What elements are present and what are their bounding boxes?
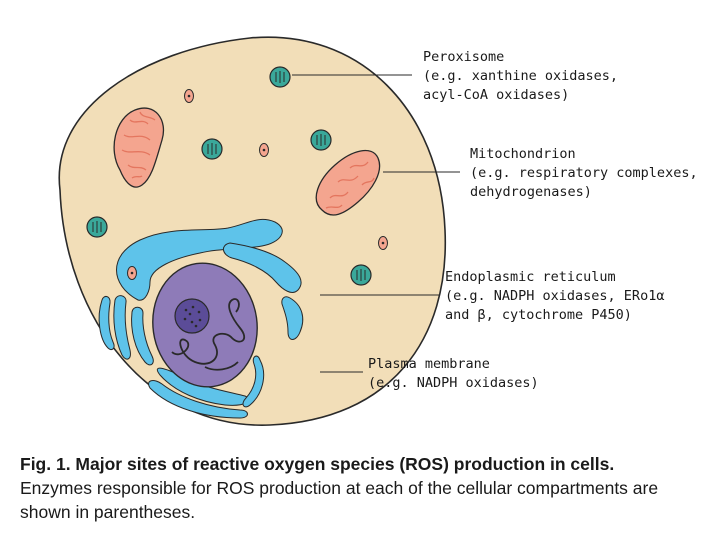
- cell-diagram: [58, 36, 460, 426]
- label-mitochondrion-line2: dehydrogenases): [470, 184, 592, 200]
- mitochondrion-right: [315, 149, 381, 216]
- label-mitochondrion: Mitochondrion (e.g. respiratory complexe…: [470, 145, 698, 202]
- figure-caption: Fig. 1. Major sites of reactive oxygen s…: [20, 452, 700, 524]
- label-peroxisome-line2: acyl-CoA oxidases): [423, 87, 570, 103]
- vesicle-1: [184, 89, 194, 103]
- label-er-name: Endoplasmic reticulum: [445, 269, 616, 285]
- vesicle-2: [259, 143, 269, 157]
- label-peroxisome-name: Peroxisome: [423, 49, 505, 65]
- label-mitochondrion-name: Mitochondrion: [470, 146, 576, 162]
- vesicles: [127, 89, 388, 280]
- peroxisome-2: [201, 138, 223, 160]
- caption-title: Fig. 1. Major sites of reactive oxygen s…: [20, 454, 615, 474]
- label-er: Endoplasmic reticulum (e.g. NADPH oxidas…: [445, 268, 664, 325]
- vesicle-4: [127, 266, 137, 280]
- peroxisome-3: [310, 129, 332, 151]
- mitochondrion-left: [113, 107, 164, 188]
- label-membrane-name: Plasma membrane: [368, 356, 490, 372]
- peroxisome-4: [86, 216, 108, 238]
- caption-text: Enzymes responsible for ROS production a…: [20, 478, 659, 522]
- peroxisome-1: [269, 66, 291, 88]
- label-membrane: Plasma membrane (e.g. NADPH oxidases): [368, 355, 539, 393]
- label-peroxisome: Peroxisome (e.g. xanthine oxidases, acyl…: [423, 48, 618, 105]
- peroxisome-5: [350, 264, 372, 286]
- label-er-line1: (e.g. NADPH oxidases, ERo1α: [445, 288, 665, 304]
- leader-lines: [292, 74, 460, 373]
- label-er-line2: and β, cytochrome P450): [445, 307, 632, 323]
- endoplasmic-reticulum: [98, 218, 304, 419]
- nucleolus-dots: [183, 305, 202, 328]
- chromatin: [171, 298, 245, 371]
- label-peroxisome-line1: (e.g. xanthine oxidases,: [423, 68, 619, 84]
- nucleolus: [174, 298, 210, 334]
- peroxisomes: [86, 66, 372, 286]
- vesicle-3: [378, 236, 388, 250]
- label-mitochondrion-line1: (e.g. respiratory complexes,: [470, 165, 698, 181]
- label-membrane-line1: (e.g. NADPH oxidases): [368, 375, 539, 391]
- nucleus: [152, 262, 258, 388]
